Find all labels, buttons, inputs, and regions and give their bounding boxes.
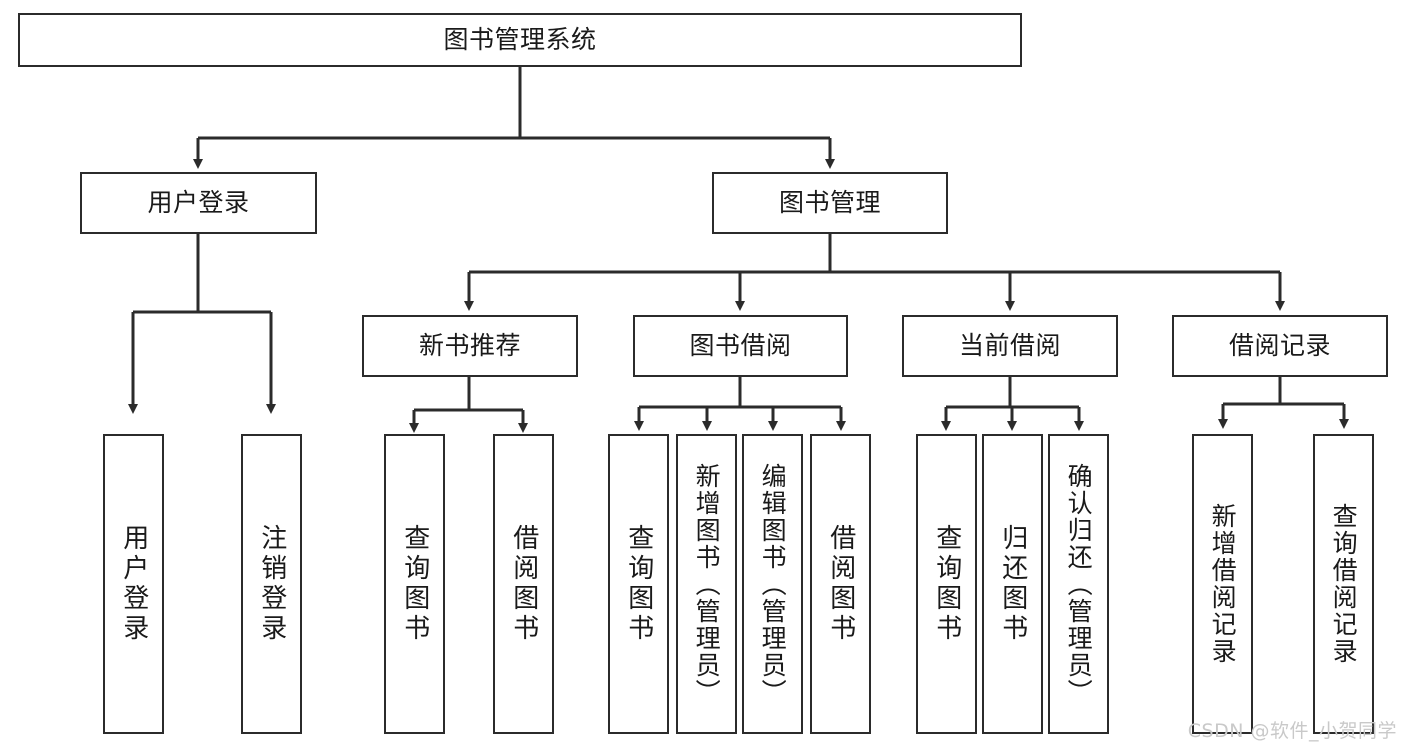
leaf-query-book-2[interactable]: 查询图书 <box>608 434 669 734</box>
node-label: 编辑图书（管理员） <box>758 462 788 706</box>
node-label: 查询图书 <box>623 524 654 644</box>
node-label: 图书管理系统 <box>443 25 597 55</box>
node-book-manage[interactable]: 图书管理 <box>712 172 948 234</box>
node-label: 归还图书 <box>997 524 1028 644</box>
node-current-borrow[interactable]: 当前借阅 <box>902 315 1118 377</box>
node-label: 新增图书（管理员） <box>692 462 722 706</box>
leaf-query-record[interactable]: 查询借阅记录 <box>1313 434 1374 734</box>
node-label: 借阅记录 <box>1228 331 1331 361</box>
node-label: 查询借阅记录 <box>1329 503 1359 665</box>
node-label: 用户登录 <box>147 188 250 218</box>
node-label: 用户登录 <box>118 524 149 644</box>
leaf-query-book-3[interactable]: 查询图书 <box>916 434 977 734</box>
leaf-borrow-book-1[interactable]: 借阅图书 <box>493 434 554 734</box>
leaf-add-book[interactable]: 新增图书（管理员） <box>676 434 737 734</box>
node-label: 查询图书 <box>399 524 430 644</box>
node-label: 图书借阅 <box>689 331 792 361</box>
leaf-logout-login[interactable]: 注销登录 <box>241 434 302 734</box>
node-label: 查询图书 <box>931 524 962 644</box>
leaf-confirm-return[interactable]: 确认归还（管理员） <box>1048 434 1109 734</box>
node-root-system[interactable]: 图书管理系统 <box>18 13 1022 67</box>
csdn-watermark: CSDN @软件_小贺同学 <box>1187 720 1397 742</box>
leaf-query-book-1[interactable]: 查询图书 <box>384 434 445 734</box>
node-label: 确认归还（管理员） <box>1064 462 1094 706</box>
node-new-book-recommend[interactable]: 新书推荐 <box>362 315 578 377</box>
node-book-borrow[interactable]: 图书借阅 <box>633 315 848 377</box>
leaf-add-record[interactable]: 新增借阅记录 <box>1192 434 1253 734</box>
node-label: 借阅图书 <box>825 524 856 644</box>
node-label: 新书推荐 <box>418 331 521 361</box>
node-label: 图书管理 <box>778 188 881 218</box>
node-label: 新增借阅记录 <box>1208 503 1238 665</box>
node-label: 注销登录 <box>256 524 287 644</box>
node-user-login[interactable]: 用户登录 <box>80 172 317 234</box>
leaf-return-book[interactable]: 归还图书 <box>982 434 1043 734</box>
leaf-edit-book[interactable]: 编辑图书（管理员） <box>742 434 803 734</box>
leaf-user-login[interactable]: 用户登录 <box>103 434 164 734</box>
leaf-borrow-book-2[interactable]: 借阅图书 <box>810 434 871 734</box>
node-label: 借阅图书 <box>508 524 539 644</box>
node-borrow-record[interactable]: 借阅记录 <box>1172 315 1388 377</box>
node-label: 当前借阅 <box>958 331 1061 361</box>
